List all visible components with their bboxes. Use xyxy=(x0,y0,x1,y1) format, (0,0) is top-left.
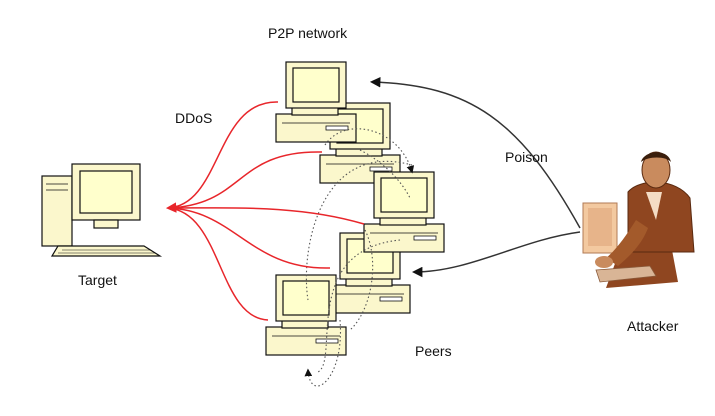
peer-link xyxy=(349,229,374,331)
network-label: P2P network xyxy=(268,25,348,41)
ddos-arrow xyxy=(165,101,279,213)
ddos-arrow xyxy=(167,207,365,225)
peer-link xyxy=(324,128,415,174)
peer-computers xyxy=(265,61,445,356)
target-label: Target xyxy=(78,272,117,288)
computer-icon xyxy=(265,274,347,356)
ddos-arrow xyxy=(167,207,269,321)
peer-link xyxy=(359,149,411,199)
poison-arrows xyxy=(369,77,581,278)
poison-arrow xyxy=(411,231,581,278)
peer-link xyxy=(317,239,401,373)
ddos-arrows xyxy=(165,101,365,321)
ddos-arrow xyxy=(167,151,323,209)
poison-label: Poison xyxy=(505,149,548,165)
ddos-arrow xyxy=(167,207,331,269)
computer-icon xyxy=(275,61,357,143)
peer-link xyxy=(304,319,342,387)
peers-label: Peers xyxy=(415,343,452,359)
target-computer-icon xyxy=(41,163,163,257)
ddos-label: DDoS xyxy=(175,110,213,126)
computer-icon xyxy=(363,171,445,253)
peer-links xyxy=(304,128,415,387)
attacker-label: Attacker xyxy=(627,318,679,334)
poison-arrow xyxy=(369,77,581,229)
attacker-person-icon xyxy=(582,151,695,288)
